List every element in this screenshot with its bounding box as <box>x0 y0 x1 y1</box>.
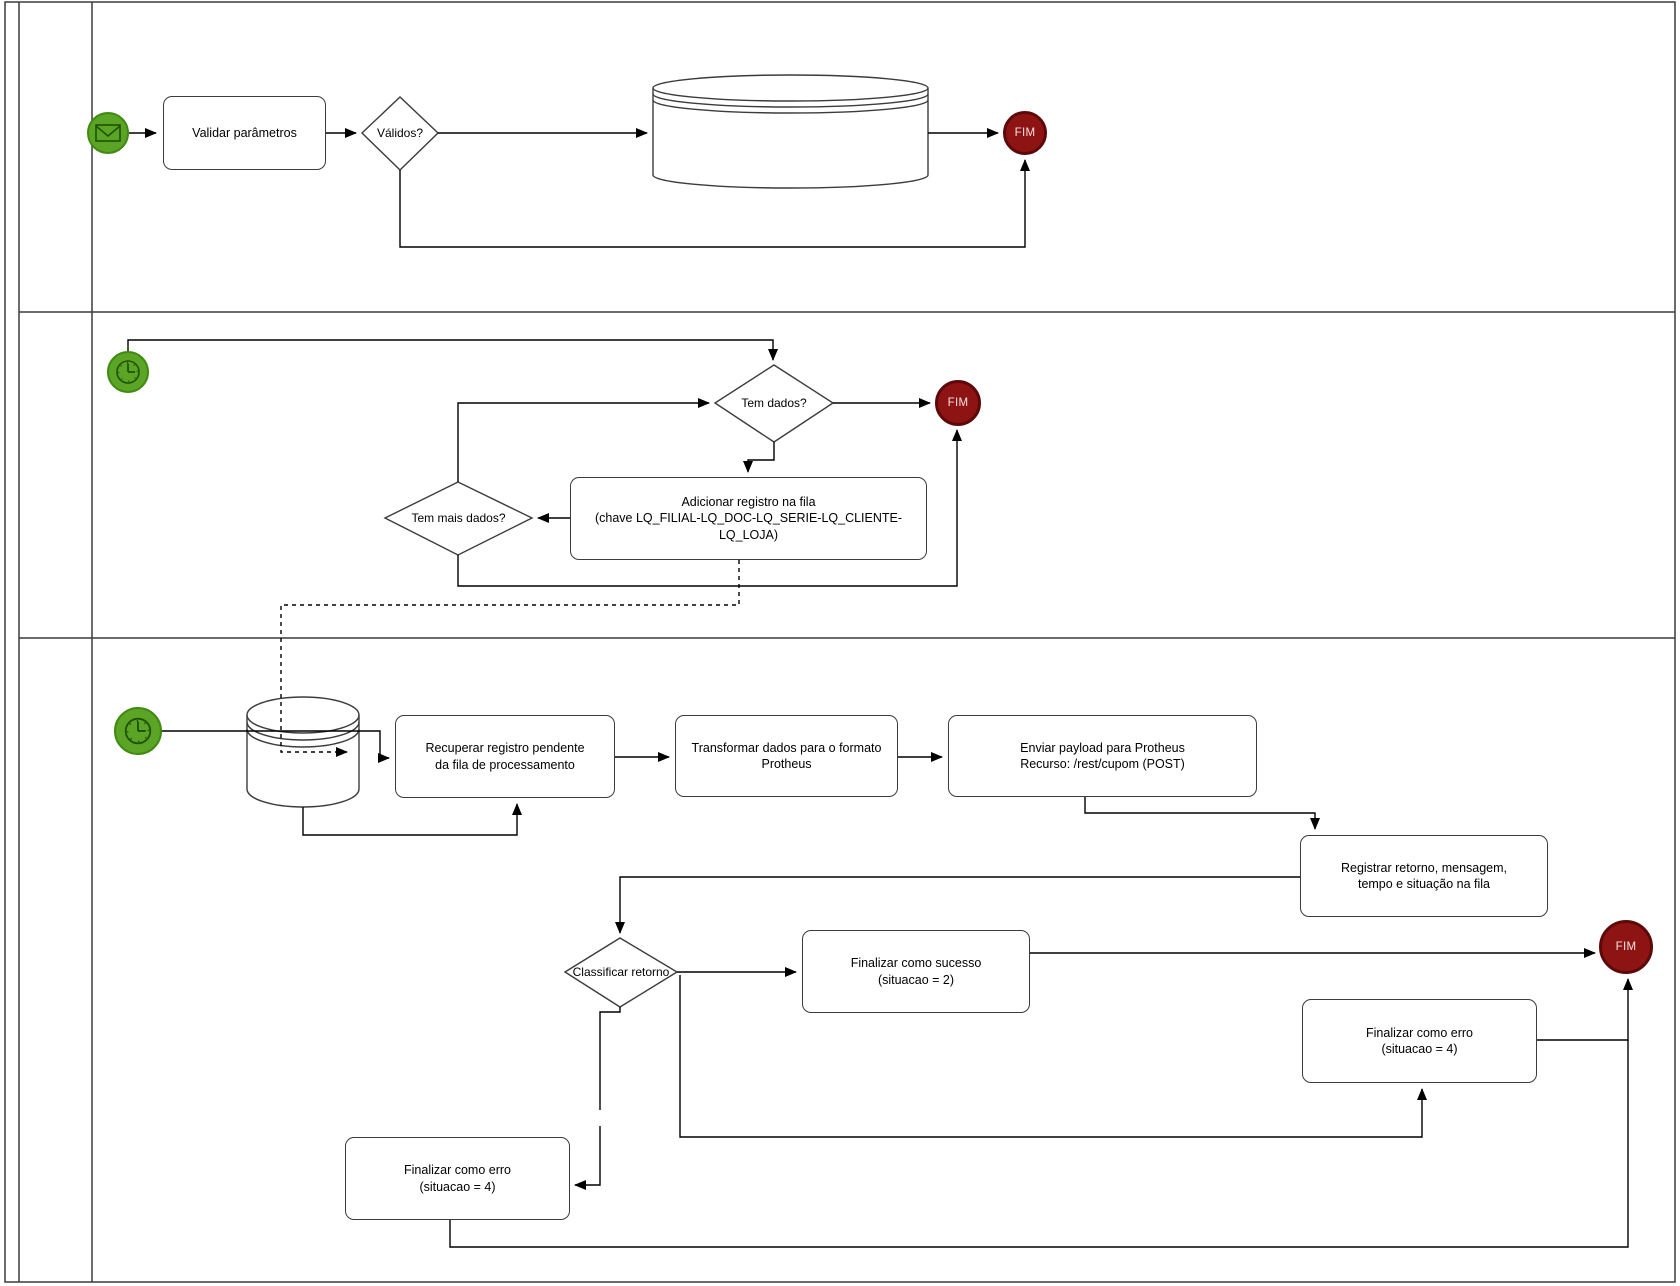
pool-lanes <box>4 1 1676 1283</box>
flow-classificar-to-erro-left-b <box>574 1126 601 1190</box>
end-event-fim-2: FIM <box>935 380 981 426</box>
task-finalizar-erro-right: Finalizar como erro (situacao = 4) <box>1302 999 1537 1083</box>
flow-tem-dados-to-adicionar <box>743 442 775 473</box>
gateway-classificar-retorno <box>563 937 679 1008</box>
gateway-validos <box>360 96 440 171</box>
start-event-timer-lane3 <box>114 707 162 755</box>
task-enviar-payload: Enviar payload para Protheus Recurso: /r… <box>948 715 1257 797</box>
envelope-icon <box>95 124 121 142</box>
task-label-line1: Finalizar como erro <box>404 1163 511 1178</box>
task-label-line2: (chave LQ_FILIAL-LQ_DOC-LQ_SERIE-LQ_CLIE… <box>594 511 903 542</box>
task-label-line2: da fila de processamento <box>435 757 575 772</box>
task-finalizar-sucesso: Finalizar como sucesso (situacao = 2) <box>802 930 1030 1013</box>
end-event-fim-3: FIM <box>1599 920 1653 974</box>
flow-classificar-to-erro-right <box>679 975 1427 1138</box>
flow-registrar-to-classificar <box>615 876 1300 934</box>
task-label-line2: Recurso: /rest/cupom (POST) <box>1020 757 1185 771</box>
task-adicionar-registro: Adicionar registro na fila (chave LQ_FIL… <box>570 477 927 560</box>
task-label-line1: Recuperar registro pendente <box>425 741 585 756</box>
flow-erro-left-to-fim3 <box>449 1040 1629 1248</box>
gateway-tem-dados <box>713 364 835 443</box>
flow-erro-right-to-fim3 <box>1537 978 1633 1041</box>
start-event-message <box>87 112 129 154</box>
flow-validos-no-to-fim1 <box>399 159 1030 248</box>
flow-enviar-to-registrar <box>1084 797 1320 830</box>
clock-icon <box>116 360 140 384</box>
message-flow-adicionar-to-queue <box>280 560 740 757</box>
task-label-line2: (situacao = 2) <box>877 972 955 987</box>
task-label-line1: Enviar payload para Protheus <box>1020 740 1185 755</box>
task-label: Validar parâmetros <box>192 125 297 140</box>
flow-classificar-to-erro-left-a <box>599 1007 621 1110</box>
task-registrar-retorno: Registrar retorno, mensagem, tempo e sit… <box>1300 835 1548 917</box>
flow-tem-mais-yes-to-tem-dados <box>457 398 710 482</box>
task-label-line1: Finalizar como sucesso <box>850 956 982 971</box>
task-label: Transformar dados para o formato Protheu… <box>691 740 882 771</box>
task-label-line2: (situacao = 4) <box>1381 1042 1458 1056</box>
task-label-line1: Finalizar como erro <box>1366 1025 1473 1040</box>
flow-timer3-to-recuperar <box>161 730 390 763</box>
clock-icon <box>124 717 152 745</box>
start-event-timer-lane2 <box>107 351 149 393</box>
flow-timer2-to-tem-dados <box>127 339 778 361</box>
task-validar-parametros: Validar parâmetros <box>163 96 326 170</box>
task-label-line2: (situacao = 4) <box>419 1179 496 1194</box>
end-event-fim-1: FIM <box>1003 111 1047 155</box>
task-label-line1: Adicionar registro na fila <box>681 495 816 510</box>
flow-queue-to-recuperar <box>302 803 522 836</box>
datastore-lane1 <box>652 74 929 189</box>
task-label-line2: tempo e situação na fila <box>1357 877 1490 891</box>
task-label-line1: Registrar retorno, mensagem, <box>1340 860 1508 875</box>
task-finalizar-erro-left: Finalizar como erro (situacao = 4) <box>345 1137 570 1220</box>
sequence-flows <box>127 128 1633 1248</box>
task-recuperar-registro: Recuperar registro pendente da fila de p… <box>395 715 615 798</box>
pool-border <box>4 1 1676 1283</box>
gateway-tem-mais-dados <box>383 481 534 556</box>
flow-tem-mais-no-to-fim2 <box>457 429 962 587</box>
task-transformar-dados: Transformar dados para o formato Protheu… <box>675 715 898 797</box>
